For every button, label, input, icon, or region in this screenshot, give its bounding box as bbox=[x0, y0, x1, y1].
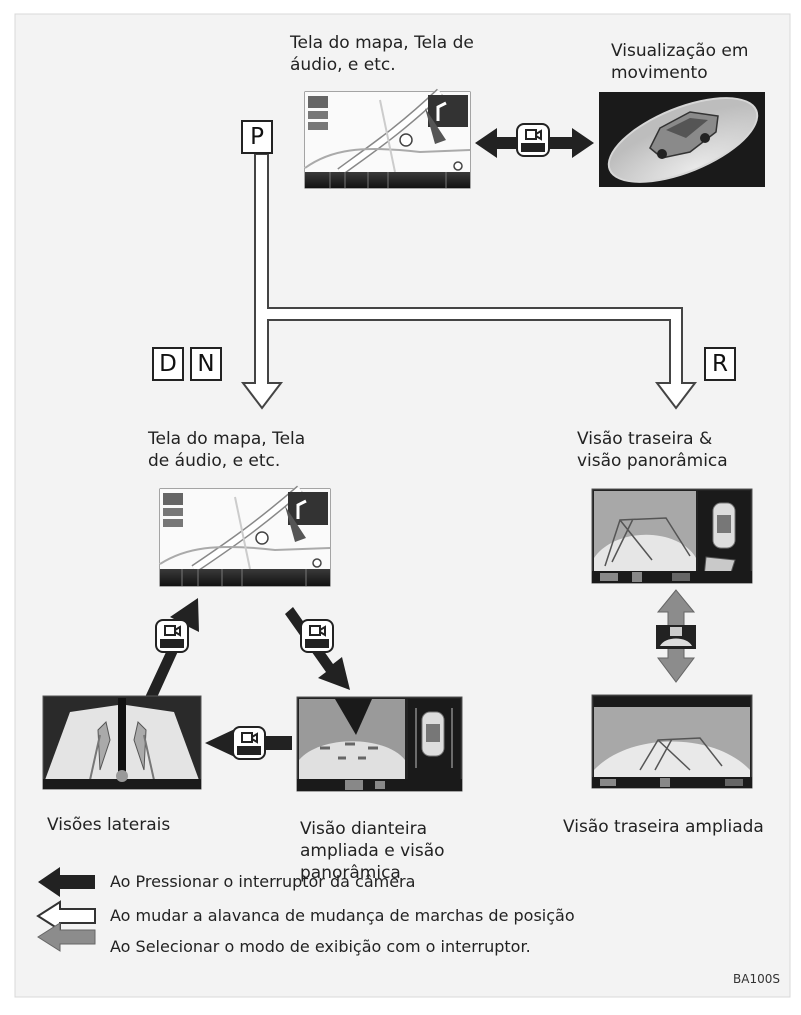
side-views-screen bbox=[42, 695, 202, 790]
legend-camera-switch: Ao Pressionar o interruptor da câmera bbox=[110, 872, 416, 891]
rear-wide-label: Visão traseira ampliada bbox=[563, 817, 764, 837]
front-wide-label-line3: panorâmica bbox=[300, 863, 401, 883]
dn-map-label-line1: Tela do mapa, Tela bbox=[148, 429, 306, 449]
shift-lever-arrows bbox=[240, 153, 698, 410]
top-map-label-line2: áudio, e etc. bbox=[290, 55, 396, 75]
dn-map-label: Tela do mapa, Tela de áudio, e etc. bbox=[148, 428, 305, 472]
top-map-label: Tela do mapa, Tela de áudio, e etc. bbox=[290, 32, 474, 76]
front-wide-panoramic-screen bbox=[296, 696, 463, 792]
legend-white-arrow bbox=[36, 900, 96, 932]
gear-p-box: P bbox=[241, 120, 273, 154]
rear-wide-screen bbox=[591, 694, 753, 789]
display-mode-switch-arrow bbox=[656, 589, 696, 683]
moving-view-label-line2: movimento bbox=[611, 63, 708, 83]
legend-gray-arrow bbox=[37, 922, 96, 952]
rear-pano-label-line2: visão panorâmica bbox=[577, 451, 728, 471]
legend-shift-lever: Ao mudar a alavanca de mudança de marcha… bbox=[110, 906, 575, 925]
view-button-top bbox=[516, 123, 550, 157]
rear-pano-label-line1: Visão traseira & bbox=[577, 429, 713, 449]
front-wide-label-line2: ampliada e visão bbox=[300, 841, 445, 861]
view-button-right bbox=[300, 619, 334, 653]
front-wide-label: Visão dianteira ampliada e visão panorâm… bbox=[300, 818, 464, 884]
top-map-screen bbox=[304, 88, 471, 189]
legend-black-arrow bbox=[38, 867, 95, 897]
figure-code: BA100S bbox=[733, 972, 780, 986]
legend-display-mode: Ao Selecionar o modo de exibição com o i… bbox=[110, 937, 531, 956]
side-views-label: Visões laterais bbox=[47, 815, 171, 835]
front-wide-label-line1: Visão dianteira bbox=[300, 819, 428, 839]
dn-map-screen bbox=[159, 485, 331, 587]
moving-view-label-line1: Visualização em bbox=[611, 41, 749, 61]
rear-pano-label: Visão traseira & visão panorâmica bbox=[577, 428, 728, 472]
rear-panoramic-screen bbox=[591, 488, 753, 584]
gear-d-box: D bbox=[152, 347, 184, 381]
view-button-left bbox=[155, 619, 189, 653]
moving-view-label: Visualização em movimento bbox=[611, 40, 748, 84]
dn-map-label-line2: de áudio, e etc. bbox=[148, 451, 281, 471]
moving-view-screen bbox=[599, 92, 765, 187]
view-button-bottom bbox=[232, 726, 266, 760]
top-map-label-line1: Tela do mapa, Tela de bbox=[290, 33, 474, 53]
gear-n-box: N bbox=[190, 347, 222, 381]
gear-r-box: R bbox=[704, 347, 736, 381]
